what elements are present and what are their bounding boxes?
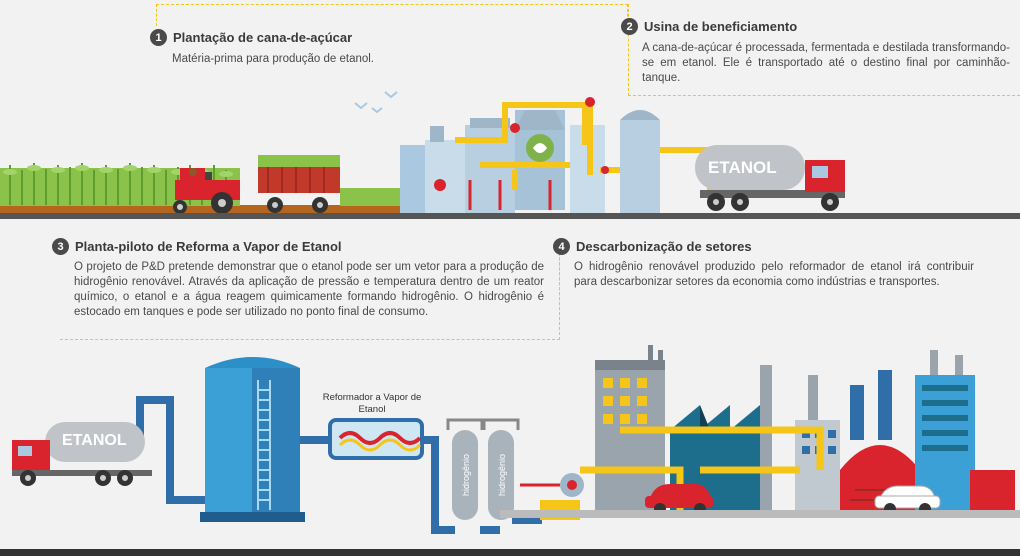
hydrogen-tank-label-2: hidrogênio xyxy=(497,453,507,497)
step-3-number: 3 xyxy=(52,238,69,255)
hydrogen-tanks-icon xyxy=(446,418,520,520)
pipes-icon xyxy=(136,396,542,534)
truck-bottom-label: ETANOL xyxy=(62,432,127,449)
ground-line-bottom xyxy=(0,549,1020,556)
truck-top-label: ETANOL xyxy=(708,158,777,177)
processing-plant-icon xyxy=(400,97,740,213)
storage-tank-icon xyxy=(200,357,305,522)
reformer-label: Reformador a Vapor de Etanol xyxy=(322,392,422,415)
step-2-description: A cana-de-açúcar é processada, fermentad… xyxy=(642,42,1010,84)
ethanol-truck-top-icon xyxy=(695,145,845,211)
tractor-icon xyxy=(173,168,240,214)
connector-2-box xyxy=(628,4,1020,96)
step-2-title-text: Usina de beneficiamento xyxy=(644,19,798,34)
cane-trailer-icon xyxy=(258,155,340,213)
ethanol-truck-bottom-icon xyxy=(12,422,152,486)
industry-city-icon xyxy=(580,345,1015,510)
car-red-icon xyxy=(645,484,713,515)
step-4-title: 4 Descarbonização de setores xyxy=(553,238,752,255)
top-illustration xyxy=(0,91,845,214)
step-3-description: O projeto de P&D pretende demonstrar que… xyxy=(74,261,544,318)
step-4-number: 4 xyxy=(553,238,570,255)
step-2-number: 2 xyxy=(621,18,638,35)
connector-1-2 xyxy=(156,4,628,26)
hydrogen-tank-label-1: hidrogênio xyxy=(461,453,471,497)
ground-line-top xyxy=(0,213,1020,219)
step-1-number: 1 xyxy=(150,29,167,46)
step-2-title: 2 Usina de beneficiamento xyxy=(621,18,797,35)
step-3-title-text: Planta-piloto de Reforma a Vapor de Etan… xyxy=(75,239,342,254)
step-4-title-text: Descarbonização de setores xyxy=(576,239,752,254)
connector-4-left xyxy=(559,242,560,340)
birds-icon xyxy=(354,91,398,114)
steam-reformer-icon xyxy=(328,418,424,460)
step-3-title: 3 Planta-piloto de Reforma a Vapor de Et… xyxy=(52,238,342,255)
bottom-illustration xyxy=(12,345,1020,534)
step-1-title-text: Plantação de cana-de-açúcar xyxy=(173,30,353,45)
step-1-description: Matéria-prima para produção de etanol. xyxy=(172,53,375,65)
step-4-description: O hidrogênio renovável produzido pelo re… xyxy=(574,261,974,288)
step-1-title: 1 Plantação de cana-de-açúcar xyxy=(150,29,352,46)
